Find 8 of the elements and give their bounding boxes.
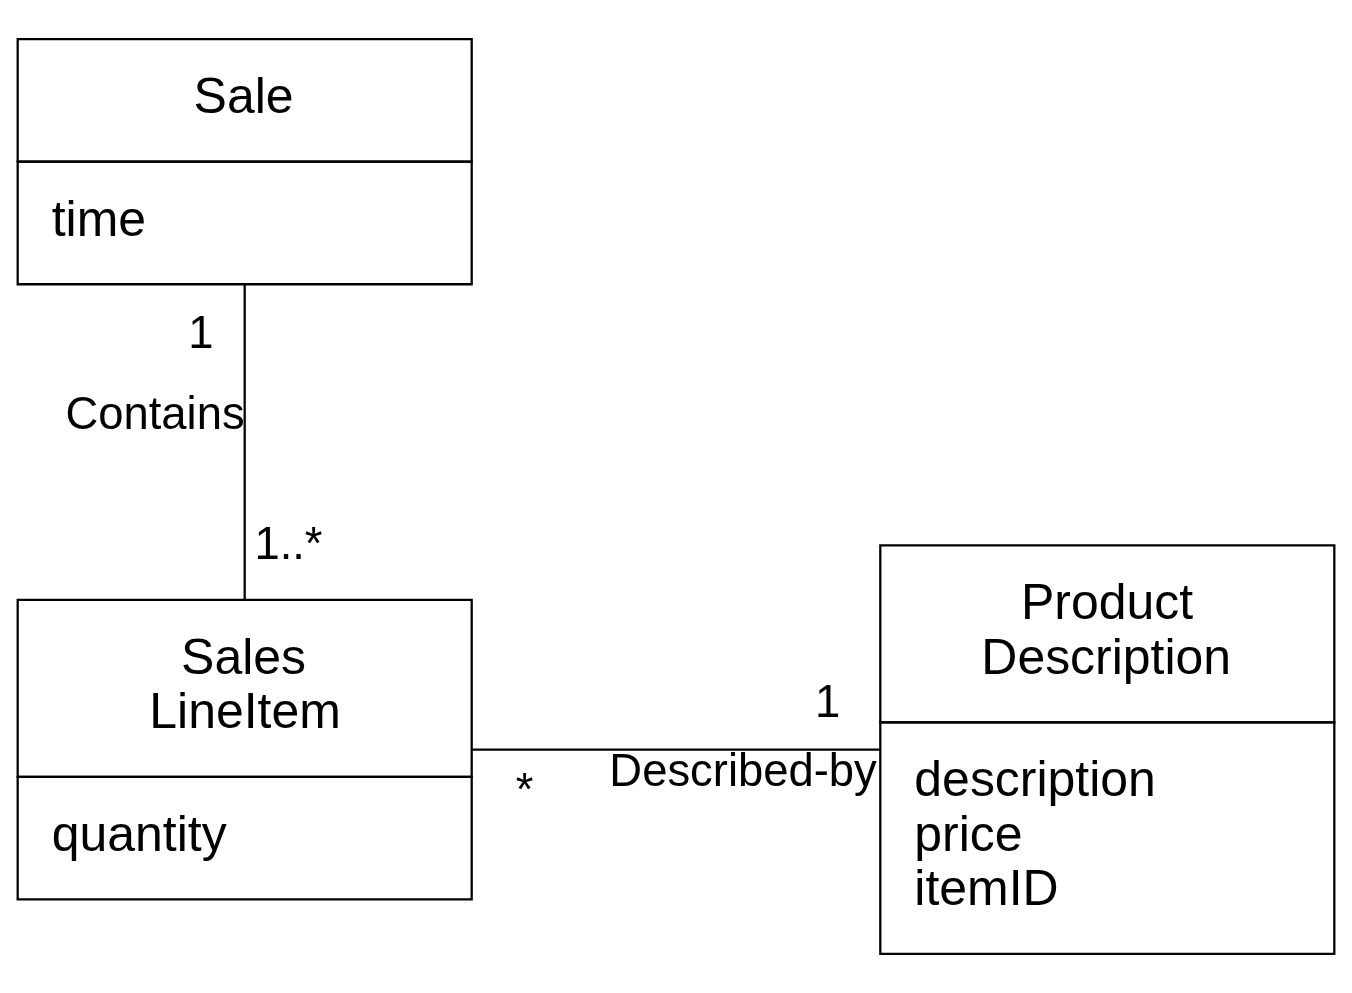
connector [472,748,880,751]
label: 1 [814,676,841,728]
label: 1..* [254,517,323,569]
connector [243,284,246,600]
edge-label: Described-by [609,744,877,796]
label: * [515,763,534,815]
label: 1 [188,307,214,359]
edge-label: Contains [65,387,245,439]
